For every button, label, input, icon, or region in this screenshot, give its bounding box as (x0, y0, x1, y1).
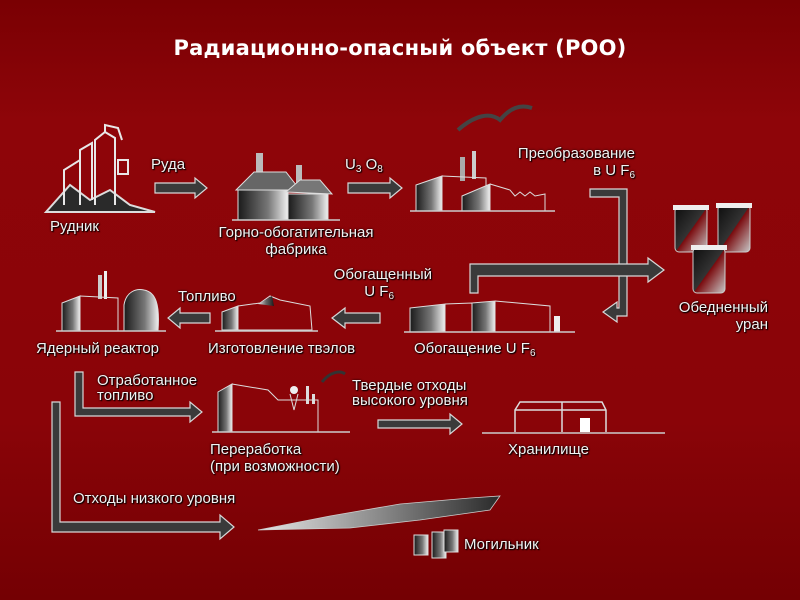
conversion-label-line1: Преобразование (517, 145, 635, 162)
conversion-label-line2: в U F6 (593, 162, 635, 181)
arrow-to-depleted (469, 256, 665, 294)
depleted-label-line2: уран (735, 316, 768, 333)
repository-label: Могильник (464, 536, 539, 553)
hlw-label: Твердые отходы высокого уровня (352, 378, 468, 408)
nuclear-reactor-icon (56, 271, 166, 332)
spent-fuel-label-line1: Отработанное (97, 372, 198, 389)
storage-label: Хранилище (508, 441, 589, 458)
storage-cylinders-icon (673, 203, 752, 294)
reprocessing-plant-icon (212, 370, 350, 433)
llw-label: Отходы низкого уровня (73, 490, 236, 507)
mine-label: Рудник (50, 218, 99, 235)
arrow-hlw (377, 412, 463, 436)
arrow-fuel (167, 306, 211, 330)
depleted-label-line1: Обедненный (678, 299, 768, 316)
ore-label: Руда (151, 156, 186, 173)
mill-label: Горно-обогатительная фабрика (196, 224, 396, 258)
reprocessing-label: Переработка (при возможности) (210, 441, 340, 475)
fuel-fabrication-icon (215, 295, 318, 332)
mill-label-line1: Горно-обогатительная (218, 224, 374, 241)
reactor-label: Ядерный реактор (36, 340, 160, 357)
spent-fuel-label: Отработанное топливо (97, 373, 197, 403)
mine-building-icon (43, 123, 156, 213)
hlw-label-line2: высокого уровня (352, 392, 468, 409)
page-title: Радиационно-опасный объект (РОО) (173, 36, 627, 60)
burial-site-icon (257, 495, 501, 559)
u3o8-label: U3 O8 (345, 156, 383, 175)
spent-fuel-label-line2: топливо (97, 387, 154, 404)
enriched-label-line2: U F6 (364, 283, 394, 302)
arrow-uf6-to-enrichment (589, 188, 628, 324)
storage-building-icon (482, 401, 665, 434)
fabrication-label: Изготовление твэлов (208, 340, 356, 357)
arrow-enriched (331, 306, 381, 330)
enriched-label-line1: Обогащенный (333, 266, 432, 283)
mill-label-line2: фабрика (265, 241, 327, 258)
factory-icon (232, 153, 340, 221)
hlw-label-line1: Твердые отходы (352, 377, 467, 394)
depleted-label: Обедненный уран (640, 299, 768, 333)
enriched-label: Обогащенный U F6 (290, 266, 432, 305)
reprocessing-label-line2: (при возможности) (210, 458, 340, 475)
arrow-ore (154, 176, 208, 200)
fuel-label: Топливо (178, 288, 236, 305)
arrow-spent-fuel (74, 371, 203, 424)
conversion-label: Преобразование в U F6 (470, 145, 635, 184)
arrow-llw (51, 401, 235, 541)
enrichment-plant-icon (404, 300, 575, 333)
reprocessing-label-line1: Переработка (210, 441, 302, 458)
conversion-plant-icon (410, 104, 555, 212)
enrichment-label: Обогащение U F6 (414, 340, 536, 359)
arrow-u3o8 (347, 176, 403, 200)
